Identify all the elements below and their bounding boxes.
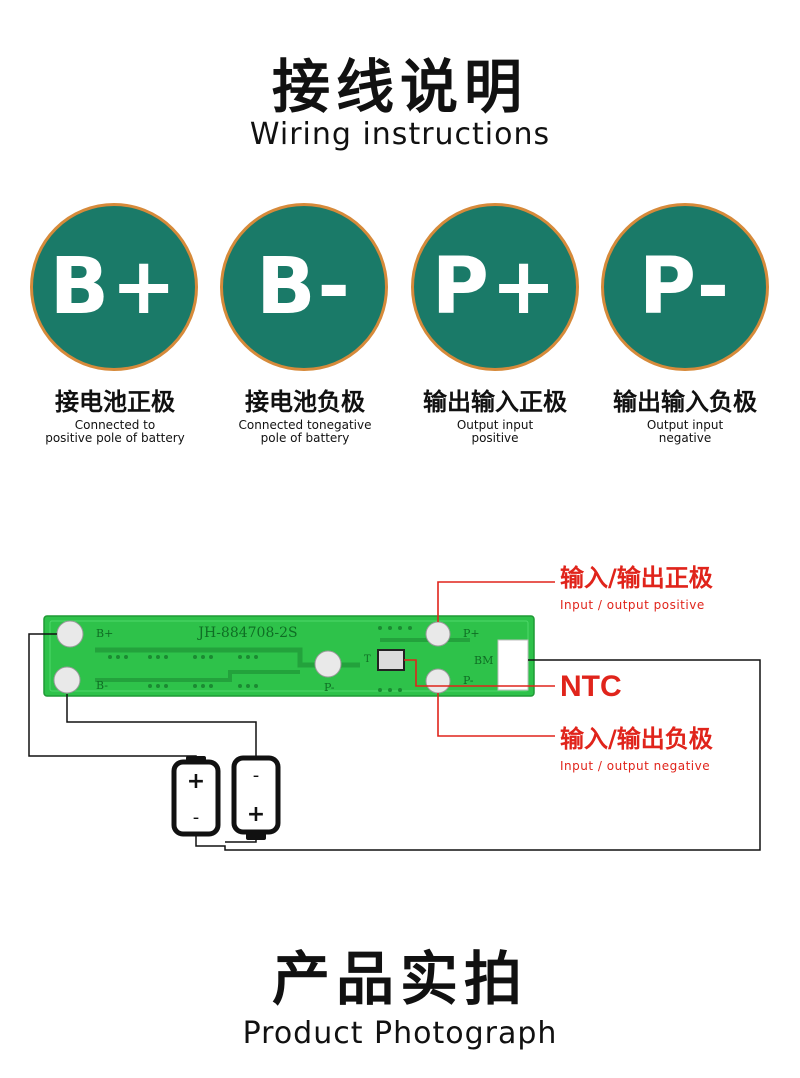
pad-p-minus-mid xyxy=(314,650,342,678)
page-title: 接线说明 xyxy=(271,53,528,121)
terminal-desc-en: Output input positive xyxy=(395,419,595,445)
pad-label: P+ xyxy=(463,627,480,640)
terminal-desc-line: Output input xyxy=(456,418,534,432)
page-subtitle: Wiring instructions xyxy=(249,117,551,152)
terminal-label-cn: 接电池正极 xyxy=(55,388,175,416)
section-title: 产品实拍 xyxy=(271,945,528,1013)
pcb-board xyxy=(43,615,535,697)
battery-sign: + xyxy=(187,769,205,794)
battery-sign: + xyxy=(247,802,265,827)
terminal-circle-b-minus: B- xyxy=(220,203,388,371)
battery-left: + - xyxy=(171,756,221,837)
board-model-label: JH-884708-2S xyxy=(196,625,297,641)
callout-ntc: NTC xyxy=(560,670,622,703)
terminal-label-cn: 输出输入负极 xyxy=(613,388,757,416)
bm-connector xyxy=(497,639,529,691)
red-callout-lines xyxy=(404,581,555,737)
terminal-desc-line: positive xyxy=(471,431,519,445)
ntc-component xyxy=(377,649,405,671)
terminal-circle-b-plus: B+ xyxy=(30,203,198,371)
terminal-label-cn: 输出输入正极 xyxy=(423,388,567,416)
callout-positive-cn: 输入/输出正极 xyxy=(560,564,713,592)
terminal-desc-en: Connected tonegative pole of battery xyxy=(205,419,405,445)
terminal-desc-line: pole of battery xyxy=(260,431,350,445)
callout-negative-en: Input / output negative xyxy=(560,759,711,773)
terminal-desc-en: Connected to positive pole of battery xyxy=(15,419,215,445)
battery-sign: - xyxy=(253,765,260,786)
pad-p-plus xyxy=(425,621,451,647)
pad-label: BM xyxy=(474,654,493,667)
pcb-trace xyxy=(95,670,300,682)
terminal-desc-line: negative xyxy=(658,431,712,445)
terminal-desc-line: Output input xyxy=(646,418,724,432)
terminal-desc-line: positive pole of battery xyxy=(45,431,185,445)
callout-negative-cn: 输入/输出负极 xyxy=(560,725,713,753)
terminal-label-cn: 接电池负极 xyxy=(245,388,365,416)
terminal-circle-p-minus: P- xyxy=(601,203,769,371)
terminal-circle-p-plus: P+ xyxy=(411,203,579,371)
pad-label: B- xyxy=(96,679,108,692)
battery-right: - + xyxy=(231,755,281,840)
terminal-desc-en: Output input negative xyxy=(585,419,785,445)
callout-positive-en: Input / output positive xyxy=(560,598,705,612)
battery-sign: - xyxy=(193,807,200,828)
pad-b-plus xyxy=(56,620,84,648)
section-subtitle: Product Photograph xyxy=(242,1016,558,1051)
pad-label: P- xyxy=(324,681,335,694)
terminal-desc-line: Connected tonegative xyxy=(238,418,372,432)
pad-label: B+ xyxy=(96,627,113,640)
pad-label: T xyxy=(364,654,371,665)
pcb-vias xyxy=(108,626,412,692)
pad-b-minus xyxy=(53,666,81,694)
pad-p-minus xyxy=(425,668,451,694)
terminal-desc-line: Connected to xyxy=(74,418,156,432)
wiring-diagram: JH-884708-2S B+ B- P- P+ P- BM T + - - + xyxy=(28,581,761,851)
pad-label: P- xyxy=(463,674,474,687)
